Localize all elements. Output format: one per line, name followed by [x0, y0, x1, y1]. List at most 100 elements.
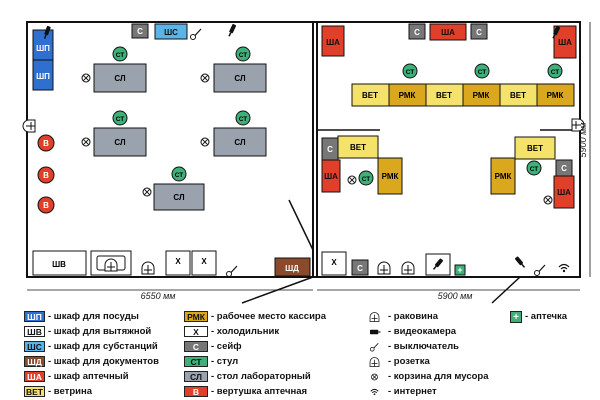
substance-cabinet-label: ШС [164, 28, 178, 37]
turntable [37, 196, 55, 214]
legend-swatch: Х [184, 326, 208, 337]
lab-table-label: СЛ [173, 193, 185, 202]
chair [235, 110, 251, 126]
legend-item-document-cabinet: ШД - шкаф для документов [24, 355, 159, 368]
switch-icon [189, 28, 202, 41]
legend-text: - интернет [388, 386, 437, 397]
sink-icon [104, 258, 118, 272]
turntable-label: В [43, 139, 49, 148]
legend-item-chair: СТ - стул [184, 355, 238, 368]
document-cabinet [274, 257, 311, 277]
showcase-label: ВЕТ [436, 91, 452, 100]
fridge [191, 250, 217, 276]
fume-cabinet-label: ШВ [52, 260, 66, 269]
lab-table-label: СЛ [234, 138, 246, 147]
legend-item-turntable: В - вертушка аптечная [184, 385, 307, 398]
trash-icon [81, 137, 91, 147]
legend-text: - шкаф для вытяжной [48, 326, 152, 337]
lab-table [213, 63, 267, 93]
legend-text: - шкаф для субстанций [48, 341, 158, 352]
pharmacy-cabinet [553, 25, 577, 59]
legend-item-cashier-desk: РМК - рабочее место кассира [184, 310, 326, 323]
lab-table [93, 127, 147, 157]
chair-label: СТ [551, 69, 560, 76]
trash-icon [81, 73, 91, 83]
fridge-label: Х [201, 257, 207, 266]
chair-label: СТ [478, 69, 487, 76]
lab-table [213, 127, 267, 157]
legend-swatch: СЛ [184, 371, 208, 382]
chair-label: СТ [239, 116, 248, 123]
legend-item-substance-cabinet: ШС - шкаф для субстанций [24, 340, 158, 353]
sink-icon [369, 311, 380, 322]
chair-label: СТ [175, 172, 184, 179]
chair-label: СТ [362, 176, 371, 183]
cashier-desk-label: РМК [547, 91, 564, 100]
turntable [37, 134, 55, 152]
legend-swatch: СТ [184, 356, 208, 367]
dish-cabinet-2 [32, 59, 54, 91]
cashier-desk [490, 157, 516, 195]
cashier-desk-label: РМК [382, 172, 399, 181]
socket-icon [377, 261, 391, 275]
pharmacy-cabinet-label: ША [324, 172, 338, 181]
first-aid-icon [454, 264, 466, 276]
dish-cabinet-1-label: ШП [36, 44, 50, 53]
showcase [337, 135, 379, 159]
chair [112, 46, 128, 62]
wifi-icon [370, 388, 379, 396]
chair-label: СТ [239, 52, 248, 59]
switch-icon [225, 265, 238, 278]
fridge-label: Х [175, 257, 181, 266]
chair-label: СТ [116, 52, 125, 59]
lab-table-label: СЛ [114, 74, 126, 83]
legend-swatch: С [184, 341, 208, 352]
legend-text: - ветрина [48, 386, 92, 397]
dish-cabinet-2-label: ШП [36, 72, 50, 81]
legend: ШП - шкаф для посуды ШВ - шкаф для вытяж… [24, 310, 594, 398]
safe-label: С [357, 264, 363, 273]
cashier-desk [536, 83, 575, 107]
turntable-label: В [43, 171, 49, 180]
legend-item-safe: С - сейф [184, 340, 242, 353]
legend-text: - розетка [388, 356, 430, 367]
floor-plan: ШП ШП С ШС СТ СТ СТ СТ СТ СЛ СЛ СЛ СЛ СЛ [22, 21, 591, 304]
door-leaf [288, 199, 314, 251]
fridge-label: Х [331, 258, 337, 267]
cashier-desk-label: РМК [399, 91, 416, 100]
chair [402, 63, 418, 79]
pharmacy-cabinet [321, 159, 341, 193]
legend-item-sink: - раковина [364, 310, 438, 323]
turntable-label: В [43, 201, 49, 210]
legend-text: - шкаф для документов [48, 356, 159, 367]
legend-item-trash: - корзина для мусора [364, 370, 489, 383]
right-room: ША С ША С ША СТ СТ СТ ВЕТ РМК ВЕТ РМК ВЕ… [274, 23, 585, 277]
trash-icon [142, 187, 152, 197]
socket-icon [369, 356, 380, 367]
pharmacy-cabinet-label: ША [558, 38, 572, 47]
switch-icon [369, 342, 379, 352]
fridge [321, 251, 347, 276]
chair [526, 160, 542, 176]
showcase [514, 136, 556, 160]
dimension-left-width: 6550 мм [141, 291, 176, 301]
trash-icon [200, 137, 210, 147]
camera-icon [226, 22, 238, 38]
chair-label: СТ [530, 166, 539, 173]
legend-item-first-aid: + - аптечка [510, 310, 567, 323]
socket-icon [22, 119, 36, 133]
legend-item-wifi: - интернет [364, 385, 437, 398]
safe-label: С [476, 28, 482, 37]
legend-text: - стул [211, 356, 239, 367]
pharmacy-cabinet [553, 175, 575, 209]
left-room: ШП ШП С ШС СТ СТ СТ СТ СТ СЛ СЛ СЛ СЛ СЛ [22, 22, 267, 278]
legend-text: - выключатель [388, 341, 460, 352]
lab-table-label: СЛ [114, 138, 126, 147]
cashier-desk-label: РМК [473, 91, 490, 100]
socket-icon [141, 261, 155, 275]
fume-cabinet [32, 250, 87, 276]
pharmacy-cabinet [429, 23, 467, 41]
trash-icon [200, 73, 210, 83]
legend-item-showcase: ВЕТ - ветрина [24, 385, 92, 398]
switch-icon [533, 264, 546, 277]
